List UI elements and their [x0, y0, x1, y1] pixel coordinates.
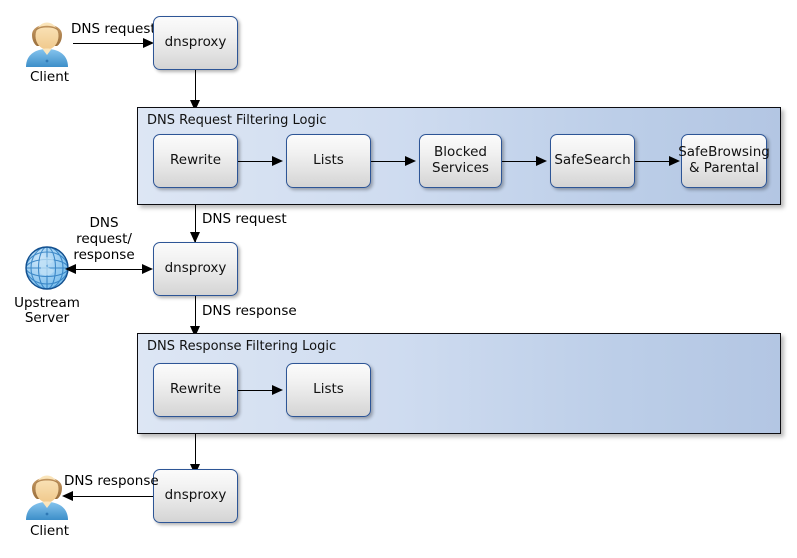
stage-label-line2: Services	[432, 160, 489, 176]
stage-label-line1: SafeBrowsing	[678, 144, 770, 161]
dnsproxy-middle-label: dnsproxy	[164, 260, 227, 277]
arrow-safesearch-to-safebrowsing	[635, 161, 671, 162]
edge-label-upstream-line2: request/	[76, 231, 132, 247]
client-top-label: Client	[30, 69, 70, 85]
stage-lists-request[interactable]: Lists	[286, 134, 371, 188]
stage-label: Rewrite	[169, 152, 222, 169]
client-bottom-label: Client	[30, 523, 70, 539]
arrowhead-proxy-to-client	[62, 490, 73, 501]
stage-lists-response[interactable]: Lists	[286, 363, 371, 417]
arrowhead-safesearch-to-safebrowsing	[669, 155, 680, 166]
stage-safebrowsing-parental[interactable]: SafeBrowsing & Parental	[678, 134, 770, 188]
edge-label-upstream-line3: response	[73, 247, 135, 263]
dnsproxy-top-label: dnsproxy	[164, 34, 227, 51]
arrow-client-to-proxy	[73, 43, 145, 44]
globe-icon	[22, 243, 72, 293]
arrowhead-rewrite-to-lists-response	[272, 384, 283, 395]
stage-label: Rewrite	[169, 381, 222, 398]
dnsproxy-middle[interactable]: dnsproxy	[153, 242, 238, 296]
edge-label-client-to-proxy: DNS request	[71, 21, 156, 37]
stage-label-line1: Blocked	[434, 144, 487, 161]
dnsproxy-top[interactable]: dnsproxy	[153, 16, 238, 70]
connector-proxy-to-request-logic	[195, 70, 196, 106]
stage-label: Lists	[313, 381, 344, 398]
arrowhead-proxy-to-response-logic	[189, 326, 200, 337]
edge-label-proxy-to-client: DNS response	[64, 473, 159, 489]
dnsproxy-bottom-label: dnsproxy	[164, 487, 227, 504]
response-logic-title: DNS Response Filtering Logic	[147, 339, 337, 354]
stage-rewrite-response[interactable]: Rewrite	[153, 363, 238, 417]
connector-response-logic-to-proxy	[195, 434, 196, 470]
stage-label: Lists	[313, 152, 344, 169]
stage-blocked-services[interactable]: Blocked Services	[419, 134, 502, 188]
arrowhead-blocked-to-safesearch	[536, 155, 547, 166]
edge-label-proxy-to-request-logic: DNS request	[202, 211, 287, 227]
arrow-upstream-to-proxy	[76, 269, 144, 270]
arrow-lists-to-blocked-services	[371, 161, 407, 162]
edge-label-upstream-line1: DNS	[89, 215, 119, 231]
arrowhead-lists-to-blocked-services	[405, 155, 416, 166]
arrowhead-proxy-to-request-logic	[189, 100, 200, 111]
edge-label-proxy-to-response-logic: DNS response	[202, 303, 297, 319]
dnsproxy-bottom[interactable]: dnsproxy	[153, 469, 238, 523]
dns-response-filtering-logic: DNS Response Filtering Logic	[137, 333, 781, 434]
arrow-proxy-to-client	[73, 496, 153, 497]
stage-label: SafeSearch	[554, 152, 631, 169]
arrowhead-request-logic-to-proxy	[189, 232, 200, 243]
arrow-blocked-to-safesearch	[502, 161, 538, 162]
arrow-rewrite-to-lists-response	[238, 390, 274, 391]
stage-safesearch[interactable]: SafeSearch	[550, 134, 635, 188]
arrowhead-to-upstream	[65, 263, 76, 274]
request-logic-title: DNS Request Filtering Logic	[147, 113, 327, 128]
user-icon	[21, 15, 73, 69]
arrowhead-rewrite-to-lists-request	[272, 155, 283, 166]
stage-label-line2: & Parental	[688, 160, 760, 176]
connector-request-logic-to-proxy	[195, 205, 196, 243]
connector-proxy-to-response-logic	[195, 296, 196, 332]
arrowhead-to-proxy-middle	[142, 263, 153, 274]
arrowhead-client-to-proxy	[143, 37, 154, 48]
upstream-label-line1: Upstream	[14, 295, 80, 311]
stage-rewrite-request[interactable]: Rewrite	[153, 134, 238, 188]
arrow-rewrite-to-lists-request	[238, 161, 274, 162]
user-icon	[21, 468, 73, 522]
upstream-label-line2: Server	[24, 310, 70, 326]
